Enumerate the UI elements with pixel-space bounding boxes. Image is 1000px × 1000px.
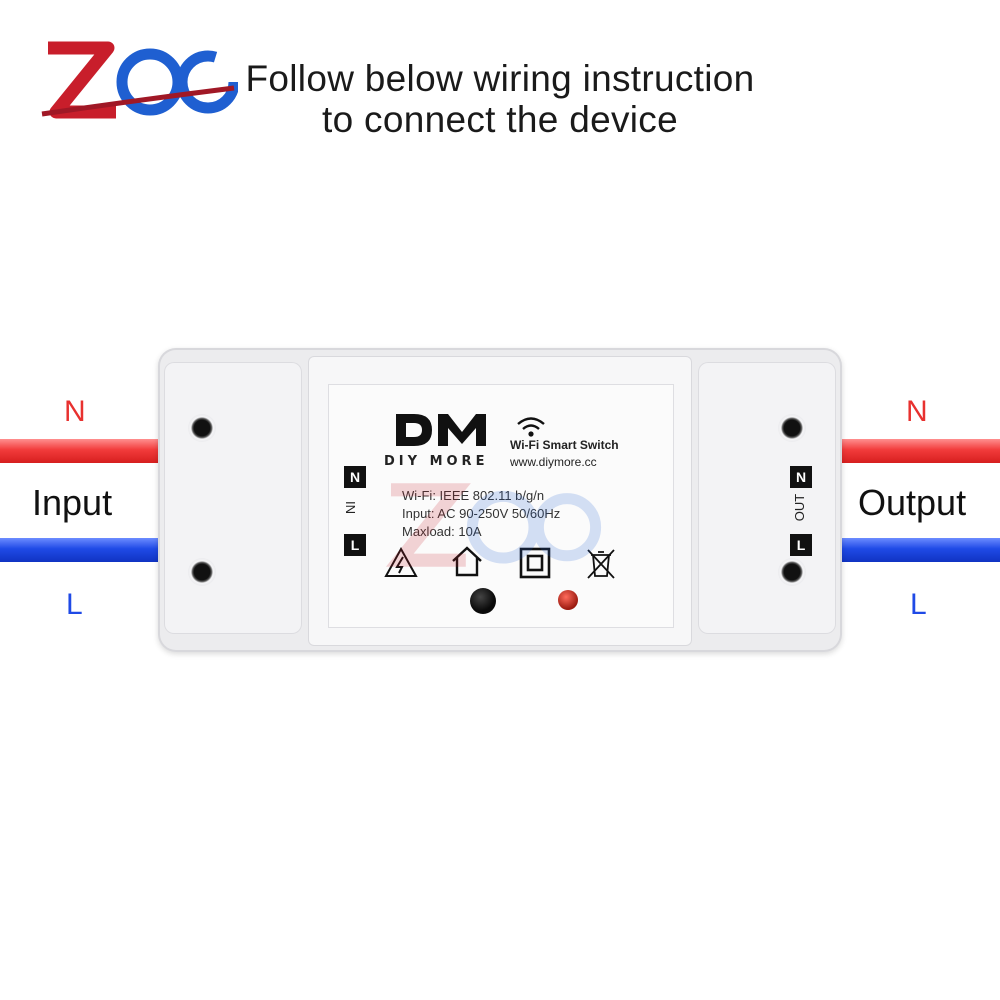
output-terminal-n: N: [790, 466, 812, 488]
output-live-wire: [840, 538, 1000, 562]
right-end-cap: [698, 362, 836, 634]
zqc-watermark-icon: [385, 483, 602, 567]
output-tag: OUT: [792, 493, 808, 522]
input-terminal-l: L: [344, 534, 366, 556]
output-neutral-wire: [840, 439, 1000, 463]
website: www.diymore.cc: [510, 455, 597, 469]
status-led-icon: [558, 590, 578, 610]
input-tag: IN: [343, 501, 358, 514]
input-live-label: L: [66, 588, 83, 621]
wifi-icon: [517, 417, 545, 437]
screw-terminal-icon: [778, 558, 806, 586]
input-neutral-label: N: [64, 395, 86, 428]
dm-logo-icon: [396, 414, 486, 446]
device-label-panel: [308, 356, 692, 646]
device-label-sticker: [328, 384, 674, 628]
output-label: Output: [858, 482, 967, 523]
input-terminal-n: N: [344, 466, 366, 488]
spec-input: Input: AC 90-250V 50/60Hz: [402, 506, 561, 521]
reset-button[interactable]: [470, 588, 496, 614]
screw-terminal-icon: [188, 414, 216, 442]
headline-line-1: Follow below wiring instruction: [245, 58, 755, 99]
brand-subtitle: DIY MORE: [384, 454, 489, 469]
product-name: Wi-Fi Smart Switch: [510, 438, 619, 452]
input-live-wire: [0, 538, 160, 562]
double-insulation-icon: [519, 547, 551, 579]
spec-maxload: Maxload: 10A: [402, 524, 482, 539]
smart-switch-device: DIY MORE Wi-Fi Smart Switch www.diymore.…: [158, 348, 842, 652]
screw-terminal-icon: [778, 414, 806, 442]
input-label: Input: [32, 482, 113, 523]
headline-line-2: to connect the device: [322, 99, 678, 140]
weee-bin-icon: [587, 549, 615, 579]
output-terminal-l: L: [790, 534, 812, 556]
indoor-use-icon: [452, 546, 482, 577]
input-neutral-wire: [0, 439, 160, 463]
screw-terminal-icon: [188, 558, 216, 586]
warning-icon: [384, 546, 418, 577]
zqc-logo-icon: [41, 41, 238, 119]
spec-wifi: Wi-Fi: IEEE 802.11 b/g/n: [402, 488, 545, 503]
output-live-label: L: [910, 588, 927, 621]
output-neutral-label: N: [906, 395, 928, 428]
left-end-cap: [164, 362, 302, 634]
